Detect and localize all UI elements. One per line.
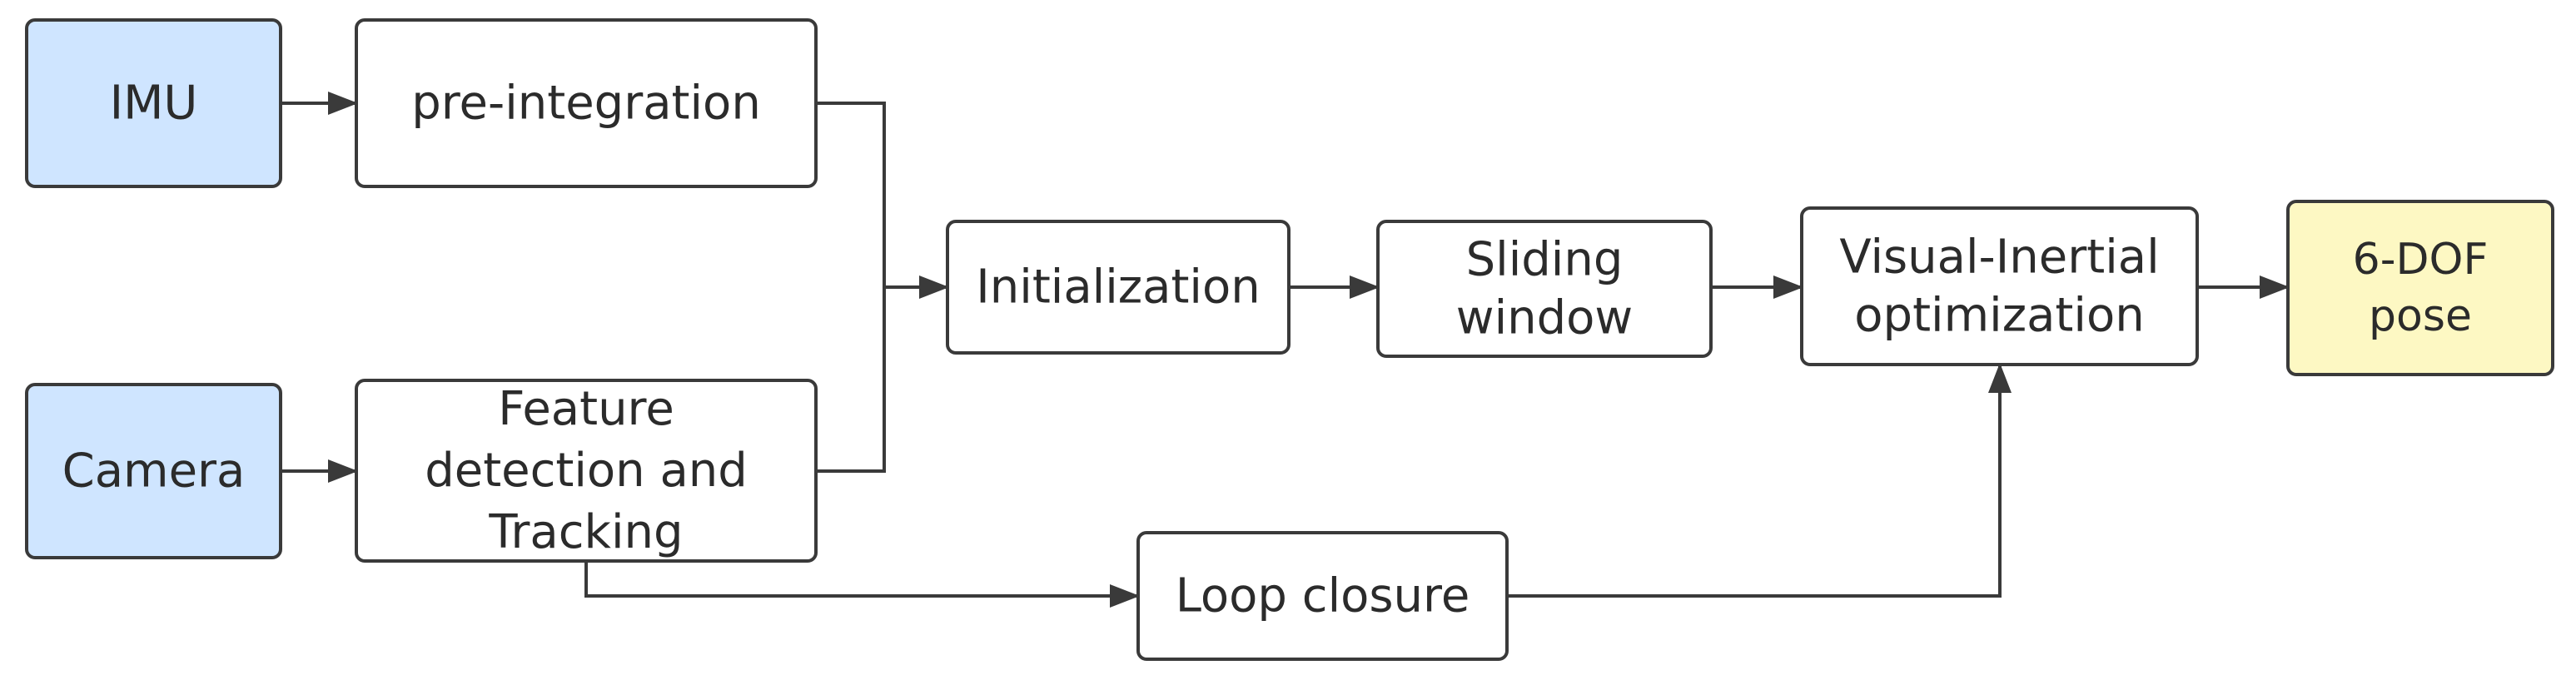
node-sliding-window-label: Sliding	[1466, 233, 1624, 287]
node-feature-tracking-label: Tracking	[488, 505, 683, 559]
node-pose-label: 6-DOF	[2353, 235, 2489, 285]
node-sliding-window-box	[1376, 220, 1713, 358]
node-camera-box	[25, 383, 282, 559]
node-camera-label: Camera	[62, 444, 246, 499]
node-vi-optimization-box	[1800, 206, 2199, 366]
edge-feature-tracking-to-initialization	[816, 287, 886, 473]
node-pre-integration-box	[355, 18, 818, 188]
node-sliding-window-label: window	[1456, 291, 1633, 345]
node-feature-tracking-label: detection and	[425, 444, 748, 498]
node-imu: IMU	[25, 18, 282, 188]
node-feature-tracking-box	[355, 379, 818, 563]
node-pre-integration: pre-integration	[355, 18, 818, 188]
edge-feature-tracking-to-loop-closure	[584, 561, 1140, 608]
node-loop-closure-label: Loop closure	[1176, 569, 1470, 623]
node-camera: Camera	[25, 383, 282, 559]
node-imu-box	[25, 18, 282, 188]
node-feature-tracking-label: Feature	[498, 382, 674, 436]
node-initialization-box	[946, 220, 1290, 355]
edge-pre-integration-to-initialization	[816, 102, 949, 299]
node-pose: 6-DOF pose	[2286, 200, 2554, 376]
node-loop-closure-box	[1136, 531, 1509, 661]
node-pre-integration-label: pre-integration	[411, 77, 761, 131]
edge-loop-closure-to-vi-optimization	[1507, 363, 2012, 598]
node-loop-closure: Loop closure	[1136, 531, 1509, 661]
node-vi-optimization-label: Visual-Inertial	[1839, 231, 2159, 285]
node-pose-box	[2286, 200, 2554, 376]
node-pose-label: pose	[2369, 291, 2472, 341]
node-initialization-label: Initialization	[976, 261, 1261, 315]
node-vi-optimization-label: optimization	[1854, 289, 2144, 343]
edges	[281, 92, 2290, 608]
node-initialization: Initialization	[946, 220, 1290, 355]
node-imu-label: IMU	[110, 77, 198, 131]
